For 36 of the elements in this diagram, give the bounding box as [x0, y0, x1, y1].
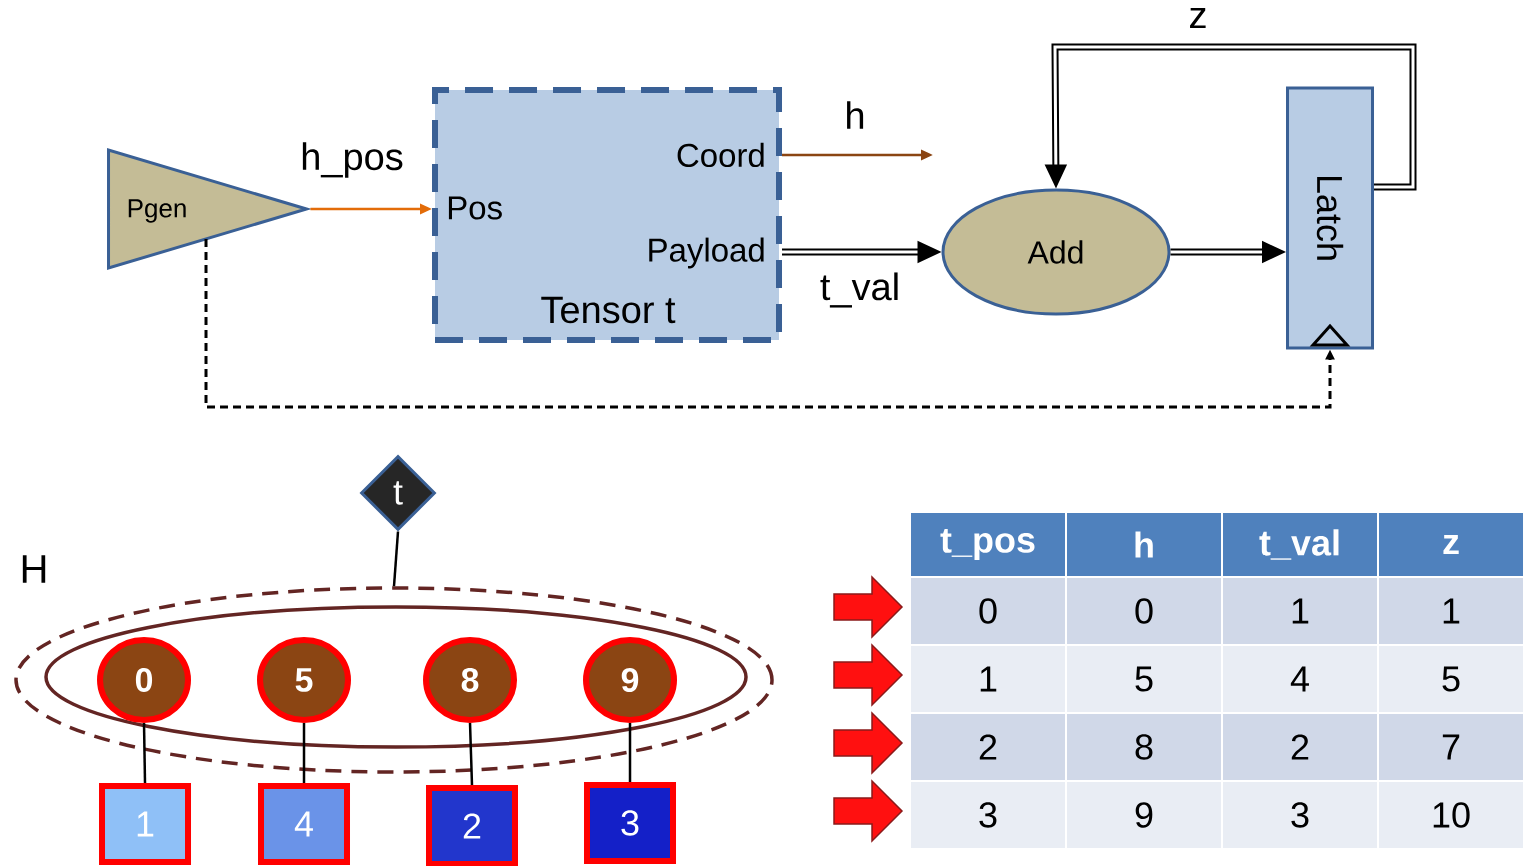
table-header-cell: t_pos: [909, 511, 1067, 578]
table-cell: 0: [1065, 576, 1223, 646]
edge-label: h_pos: [299, 141, 405, 179]
table-cell: 5: [1065, 644, 1223, 714]
latch-label: Latch: [1316, 176, 1344, 260]
table-cell: 2: [909, 712, 1067, 782]
table-cell: 2: [1221, 712, 1379, 782]
edge-label: t_val: [818, 271, 902, 309]
table-cell: 5: [1377, 644, 1524, 714]
table-cell: 9: [1065, 780, 1223, 850]
table-cell: 3: [909, 780, 1067, 850]
edge-label: h: [843, 100, 867, 130]
value-square: 2: [426, 785, 518, 866]
table-cell: 8: [1065, 712, 1223, 782]
table-header-cell: z: [1377, 511, 1524, 578]
table-cell: 3: [1221, 780, 1379, 850]
value-square: 1: [99, 783, 191, 865]
set-label: H: [22, 555, 46, 583]
value-square: 4: [258, 783, 350, 865]
set-ellipse: [44, 605, 748, 749]
table-cell: 7: [1377, 712, 1524, 782]
table-header-cell: h: [1065, 511, 1223, 578]
port-label: Pos: [448, 196, 502, 220]
table-cell: 1: [909, 644, 1067, 714]
value-square: 3: [584, 782, 676, 864]
table-cell: 0: [909, 576, 1067, 646]
table-cell: 1: [1221, 576, 1379, 646]
port-label: Coord: [677, 142, 764, 168]
box-title: Tensor t: [541, 296, 676, 324]
table-cell: 4: [1221, 644, 1379, 714]
port-label: Payload: [649, 237, 764, 269]
table-cell: 1: [1377, 576, 1524, 646]
table-cell: 10: [1377, 780, 1524, 850]
block-label: Pgen: [128, 199, 186, 223]
edge-label: z: [1187, 6, 1209, 30]
table-header-cell: t_val: [1221, 511, 1379, 578]
